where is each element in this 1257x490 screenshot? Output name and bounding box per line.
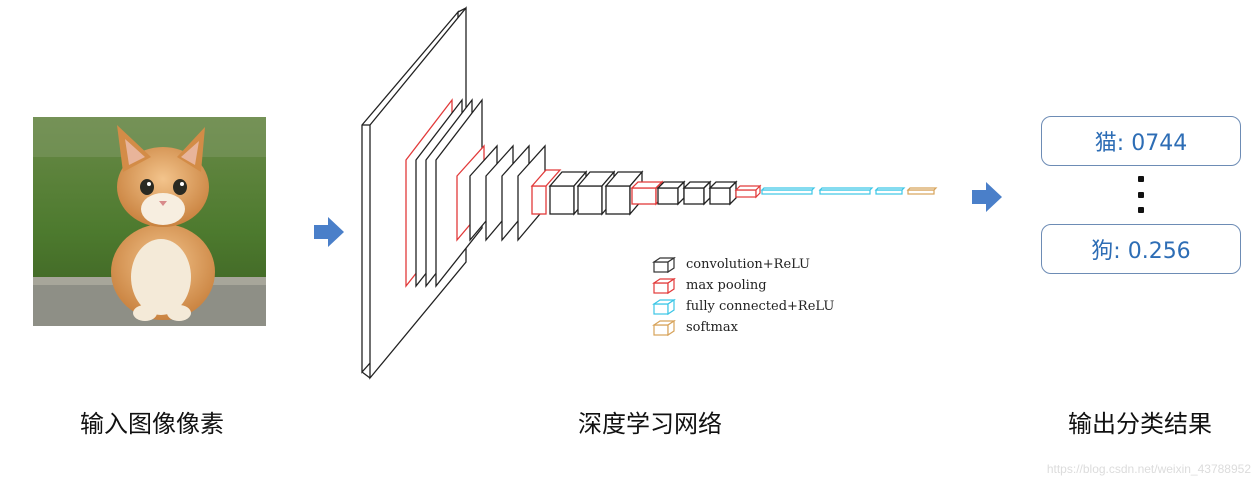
legend-item-conv: convolution+ReLU xyxy=(652,254,882,275)
result-cat-box: 猫: 0744 xyxy=(1041,116,1241,166)
legend-item-fc: fully connected+ReLU xyxy=(652,296,882,317)
ellipsis-dot xyxy=(1138,192,1144,198)
legend-item-softmax: softmax xyxy=(652,317,882,338)
network-label: 深度学习网络 xyxy=(578,410,722,438)
maxpool-layer xyxy=(631,187,657,205)
legend-label: softmax xyxy=(686,320,738,335)
cube-icon xyxy=(652,298,676,315)
input-label: 输入图像像素 xyxy=(80,410,224,438)
conv-layer xyxy=(549,185,575,215)
cube-icon xyxy=(652,319,676,336)
output-label: 输出分类结果 xyxy=(1068,410,1212,438)
right-arrow-icon xyxy=(972,182,1002,212)
legend-label: fully connected+ReLU xyxy=(686,299,835,314)
result-dog-box: 狗: 0.256 xyxy=(1041,224,1241,274)
conv-layer xyxy=(577,185,603,215)
layer-legend: convolution+ReLU max pooling fully conne… xyxy=(652,254,882,344)
legend-item-maxpool: max pooling xyxy=(652,275,882,296)
conv-layer xyxy=(657,187,679,205)
result-cat-text: 猫: 0744 xyxy=(1094,131,1188,156)
conv-layer xyxy=(605,185,631,215)
maxpool-layer xyxy=(531,185,547,215)
cube-icon xyxy=(652,277,676,294)
maxpool-layer xyxy=(735,189,757,198)
ellipsis-dot xyxy=(1138,176,1144,182)
ellipsis-dot xyxy=(1138,207,1144,213)
conv-layer xyxy=(683,187,705,205)
conv-layer xyxy=(709,187,731,205)
legend-label: max pooling xyxy=(686,278,767,293)
legend-label: convolution+ReLU xyxy=(686,257,811,272)
cnn-architecture-diagram xyxy=(361,6,938,380)
cube-icon xyxy=(652,256,676,273)
watermark-text: https://blog.csdn.net/weixin_43788952 xyxy=(1046,462,1251,476)
result-dog-text: 狗: 0.256 xyxy=(1091,239,1191,264)
right-arrow-icon xyxy=(314,217,344,247)
input-cat-image xyxy=(33,117,266,326)
